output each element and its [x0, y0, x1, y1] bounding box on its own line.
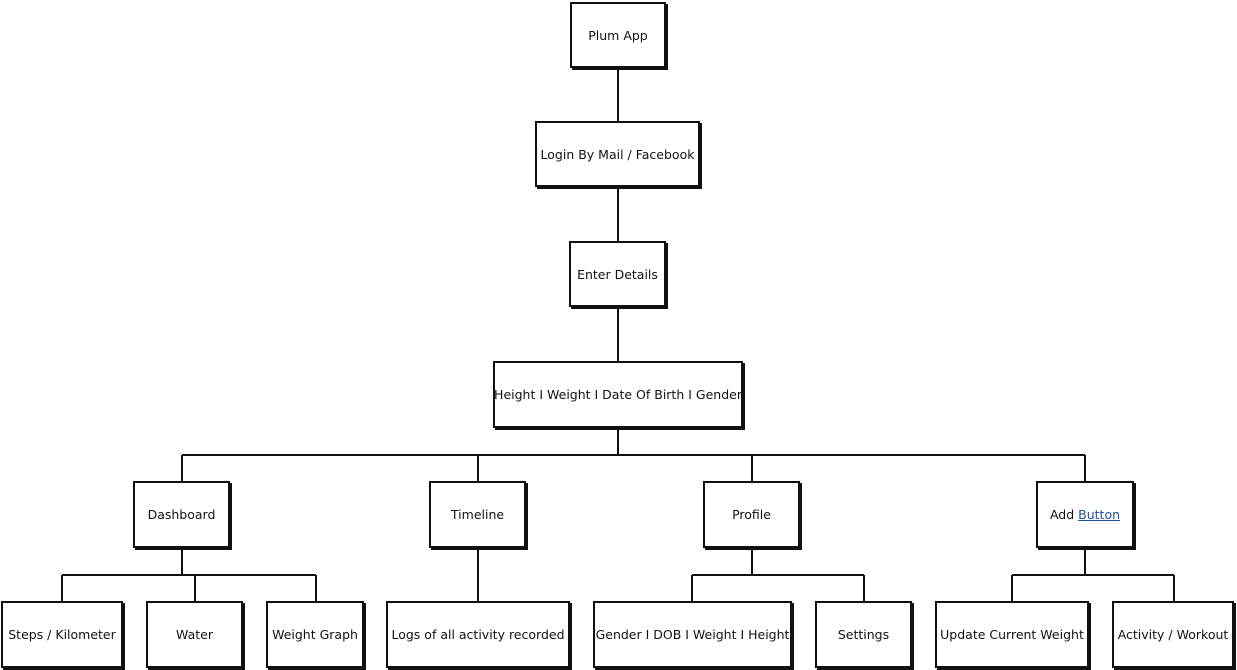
- node-activity-logs: Logs of all activity recorded: [386, 601, 570, 668]
- node-label: Settings: [837, 627, 890, 642]
- button-link[interactable]: Button: [1078, 507, 1121, 522]
- node-activity-workout: Activity / Workout: [1112, 601, 1234, 668]
- node-enter-details: Enter Details: [569, 241, 666, 307]
- node-update-weight: Update Current Weight: [935, 601, 1089, 668]
- node-label: Logs of all activity recorded: [391, 627, 565, 642]
- node-steps-kilometer: Steps / Kilometer: [1, 601, 123, 668]
- node-water: Water: [146, 601, 243, 668]
- node-user-fields: Height I Weight I Date Of Birth I Gender: [493, 361, 743, 428]
- node-login: Login By Mail / Facebook: [535, 121, 700, 187]
- node-label: Water: [176, 627, 213, 642]
- node-dashboard: Dashboard: [133, 481, 230, 548]
- node-label: Add Button: [1050, 507, 1120, 522]
- node-label: Dashboard: [147, 507, 216, 522]
- node-timeline: Timeline: [429, 481, 526, 548]
- node-label: Gender I DOB I Weight I Height: [595, 627, 790, 642]
- node-plum-app: Plum App: [570, 2, 666, 68]
- node-label: Login By Mail / Facebook: [540, 146, 695, 162]
- node-label: Profile: [732, 507, 771, 522]
- add-label-prefix: Add: [1049, 507, 1075, 522]
- node-weight-graph: Weight Graph: [266, 601, 364, 668]
- node-profile: Profile: [703, 481, 800, 548]
- node-label: Activity / Workout: [1117, 627, 1229, 642]
- node-settings: Settings: [815, 601, 912, 668]
- node-label: Weight Graph: [272, 627, 358, 642]
- node-label: Plum App: [588, 27, 648, 43]
- node-label: Steps / Kilometer: [8, 627, 116, 642]
- node-add-button: Add Button: [1036, 481, 1134, 548]
- node-label: Update Current Weight: [940, 627, 1084, 642]
- node-profile-info: Gender I DOB I Weight I Height: [593, 601, 792, 668]
- node-label: Height I Weight I Date Of Birth I Gender: [494, 387, 742, 402]
- node-label: Enter Details: [577, 266, 658, 282]
- node-label: Timeline: [450, 507, 505, 522]
